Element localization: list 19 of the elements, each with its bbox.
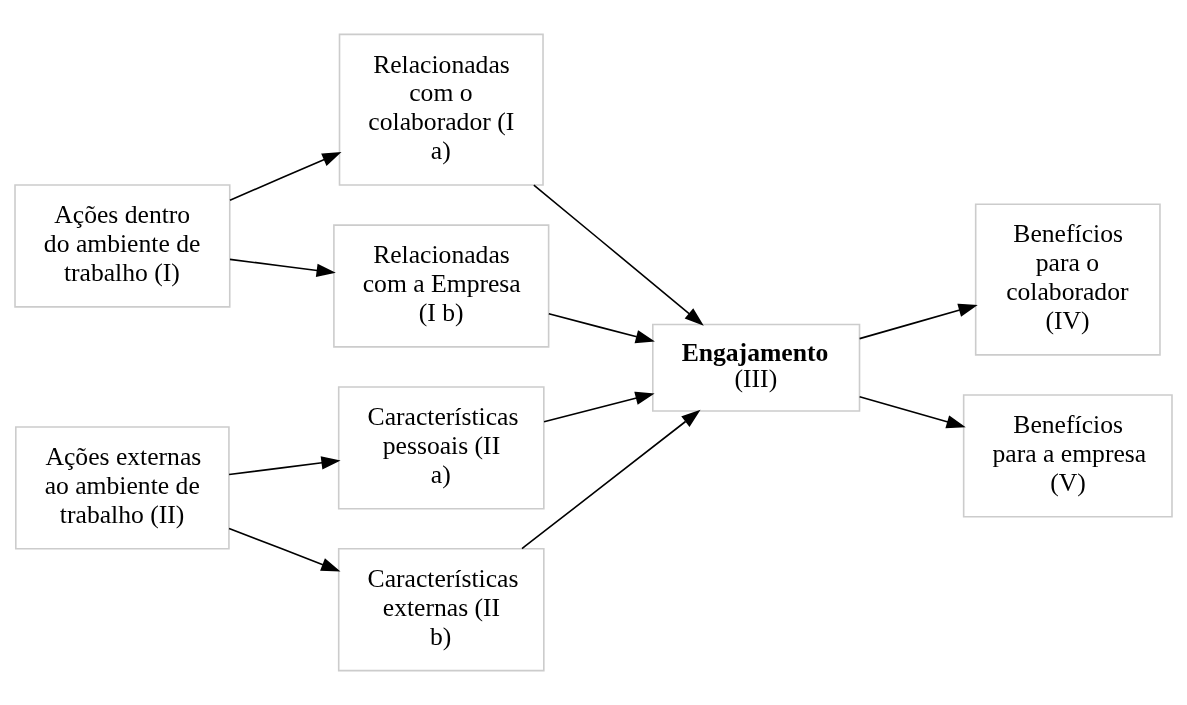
arrow <box>858 303 978 340</box>
node-box: Benefícios para o colaborador (IV) <box>974 203 1161 356</box>
arrow <box>229 258 336 278</box>
arrow <box>543 391 655 423</box>
node-box: Engajamento (III) <box>652 323 861 412</box>
arrow <box>228 527 341 572</box>
node-box: Características pessoais (II a) <box>337 386 545 510</box>
arrow <box>521 409 701 550</box>
arrow <box>229 152 342 201</box>
arrow <box>858 396 966 429</box>
arrow <box>228 456 341 476</box>
node-box: Ações dentro do ambiente de trabalho (I) <box>14 184 231 308</box>
node-box: Relacionadas com a Empresa (I b) <box>333 224 550 348</box>
node-box: Benefícios para a empresa (V) <box>962 394 1173 518</box>
arrow <box>533 184 704 326</box>
node-box: Relacionadas com o colaborador (I a) <box>338 33 544 186</box>
arrow <box>548 312 655 344</box>
node-box: Características externas (II b) <box>337 548 545 672</box>
node-box: Ações externas ao ambiente de trabalho (II) <box>15 426 230 550</box>
